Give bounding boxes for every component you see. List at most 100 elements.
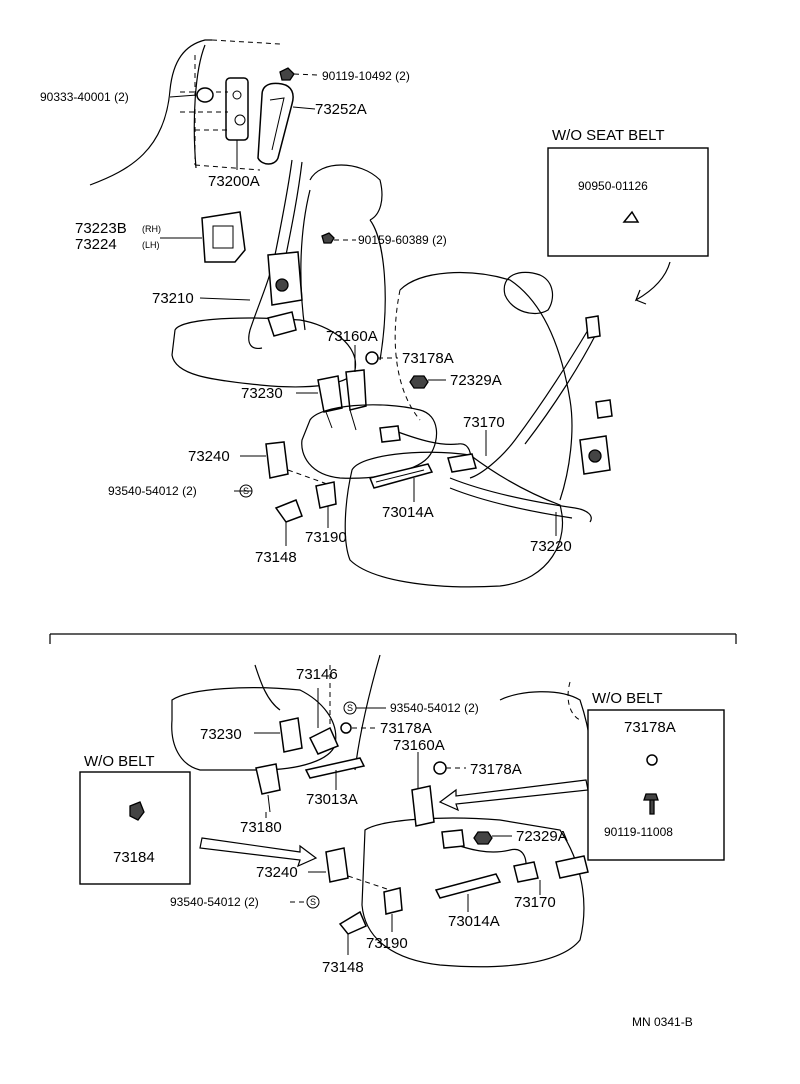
label-93540-54012: 93540-54012 (2) [108,484,197,498]
label-73200A: 73200A [208,173,260,190]
label-73230-b: 73230 [200,726,242,743]
belt-73220 [469,329,589,479]
cap-73178A [365,351,379,365]
label-90159-60389: 90159-60389 (2) [358,233,447,247]
label-73170: 73170 [463,414,505,431]
top-section: S 90333-40001 (2) 90119-10492 (2) 73252A… [40,39,709,588]
anchor-73180 [255,763,281,795]
label-72329A-b: 72329A [516,828,568,845]
rear-seat-outline [171,687,337,771]
label-73178A-b2: 73178A [470,761,522,778]
buckle-73240 [265,441,289,479]
label-73170-b: 73170 [514,894,556,911]
pillar-outline [193,44,206,169]
cover-73148-b [338,910,367,935]
label-73014A-b: 73014A [448,913,500,930]
label-73178A-b1: 73178A [380,720,432,737]
cap-plug-90333 [196,87,214,103]
buckle-73230-b [279,717,303,753]
label-73146: 73146 [296,666,338,683]
label-73240: 73240 [188,448,230,465]
label-73224: 73224 [75,236,117,253]
buckle-73230 [317,375,343,413]
wo-belt-right-title: W/O BELT [592,690,663,707]
label-73180: 73180 [240,819,282,836]
label-rh: (RH) [142,224,161,234]
label-93540-54012-b1: 93540-54012 (2) [390,701,479,715]
nut-72329A-b [473,831,493,845]
label-73160A: 73160A [326,328,378,345]
cover-73148 [274,499,303,523]
arrow-wo-seat-belt [634,261,671,305]
shoulder-anchor [180,77,249,141]
label-73160A-b: 73160A [393,737,445,754]
cap-73178A-wo [646,754,658,766]
buckle-73160A [345,369,367,411]
label-73178A: 73178A [402,350,454,367]
wo-belt-left-title: W/O BELT [84,753,155,770]
label-73210: 73210 [152,290,194,307]
strap-73170-end [379,425,401,443]
label-73190: 73190 [305,529,347,546]
headrest-right [503,271,554,315]
label-90333-40001: 90333-40001 (2) [40,90,129,104]
bottom-section: S S 73146 93540-54012 (2) 73230 73178A 7… [79,654,725,976]
wo-seat-belt-title: W/O SEAT BELT [552,127,665,144]
belt-73210 [248,159,293,350]
front-cushion-b [361,817,585,968]
door-trim-outline [89,39,212,186]
wo-seat-belt-box [547,147,709,257]
strap-73170-b [447,841,527,873]
wo-belt-left-part: 73184 [113,849,155,866]
s-symbol-b1: S [347,703,353,713]
label-90119-10492: 90119-10492 (2) [322,69,410,83]
bolt-90159 [321,232,335,244]
seatback-left-body [300,189,386,361]
label-93540-54012-b2: 93540-54012 (2) [170,895,259,909]
label-73252A: 73252A [315,101,367,118]
diagram-code: MN 0341-B [632,1015,693,1029]
label-73190-b: 73190 [366,935,408,952]
buckle-73240-b [325,847,349,883]
label-72329A: 72329A [450,372,502,389]
cover-73223B [201,211,246,263]
seat-cushion-right-front [344,451,564,588]
arrow-wo-belt-right [438,779,589,812]
label-73223B: 73223B [75,220,127,237]
bolt-90119-top [279,67,295,81]
label-73148-b: 73148 [322,959,364,976]
wo-seat-belt-part: 90950-01126 [578,179,648,193]
label-73220: 73220 [530,538,572,555]
seat-cushion-right [301,404,438,479]
anchor-73190-b [383,887,403,915]
label-lh: (LH) [142,240,160,250]
label-73240-b: 73240 [256,864,298,881]
front-seatback-b [499,691,593,801]
retractor-73210 [267,251,303,306]
arrow-wo-belt-left [199,837,318,868]
anchor-73190 [315,481,337,509]
wo-belt-right-part1: 73178A [624,719,676,736]
clip-73184 [129,801,145,821]
s-symbol: S [243,486,249,496]
cover-73146 [308,726,340,755]
wo-belt-right-box [587,709,725,861]
wo-belt-right-part2: 90119-11008 [604,825,673,839]
cap-73178A-c [433,761,447,775]
buckle-73160A-b [411,785,435,827]
label-73230: 73230 [241,385,283,402]
anchor-cover-73252A [257,82,294,165]
label-73014A: 73014A [382,504,434,521]
label-73013A: 73013A [306,791,358,808]
rail-73014A-b [434,873,502,899]
cap-90950-01126 [622,210,640,223]
seatback-left-outline [309,164,383,221]
bolt-90119-11008 [643,793,659,815]
wo-belt-left-box [79,771,191,885]
nut-72329A [409,375,429,389]
cap-73178A-b [340,722,352,734]
rail-73013A [304,757,366,779]
s-symbol-b2: S [310,897,316,907]
label-73148: 73148 [255,549,297,566]
